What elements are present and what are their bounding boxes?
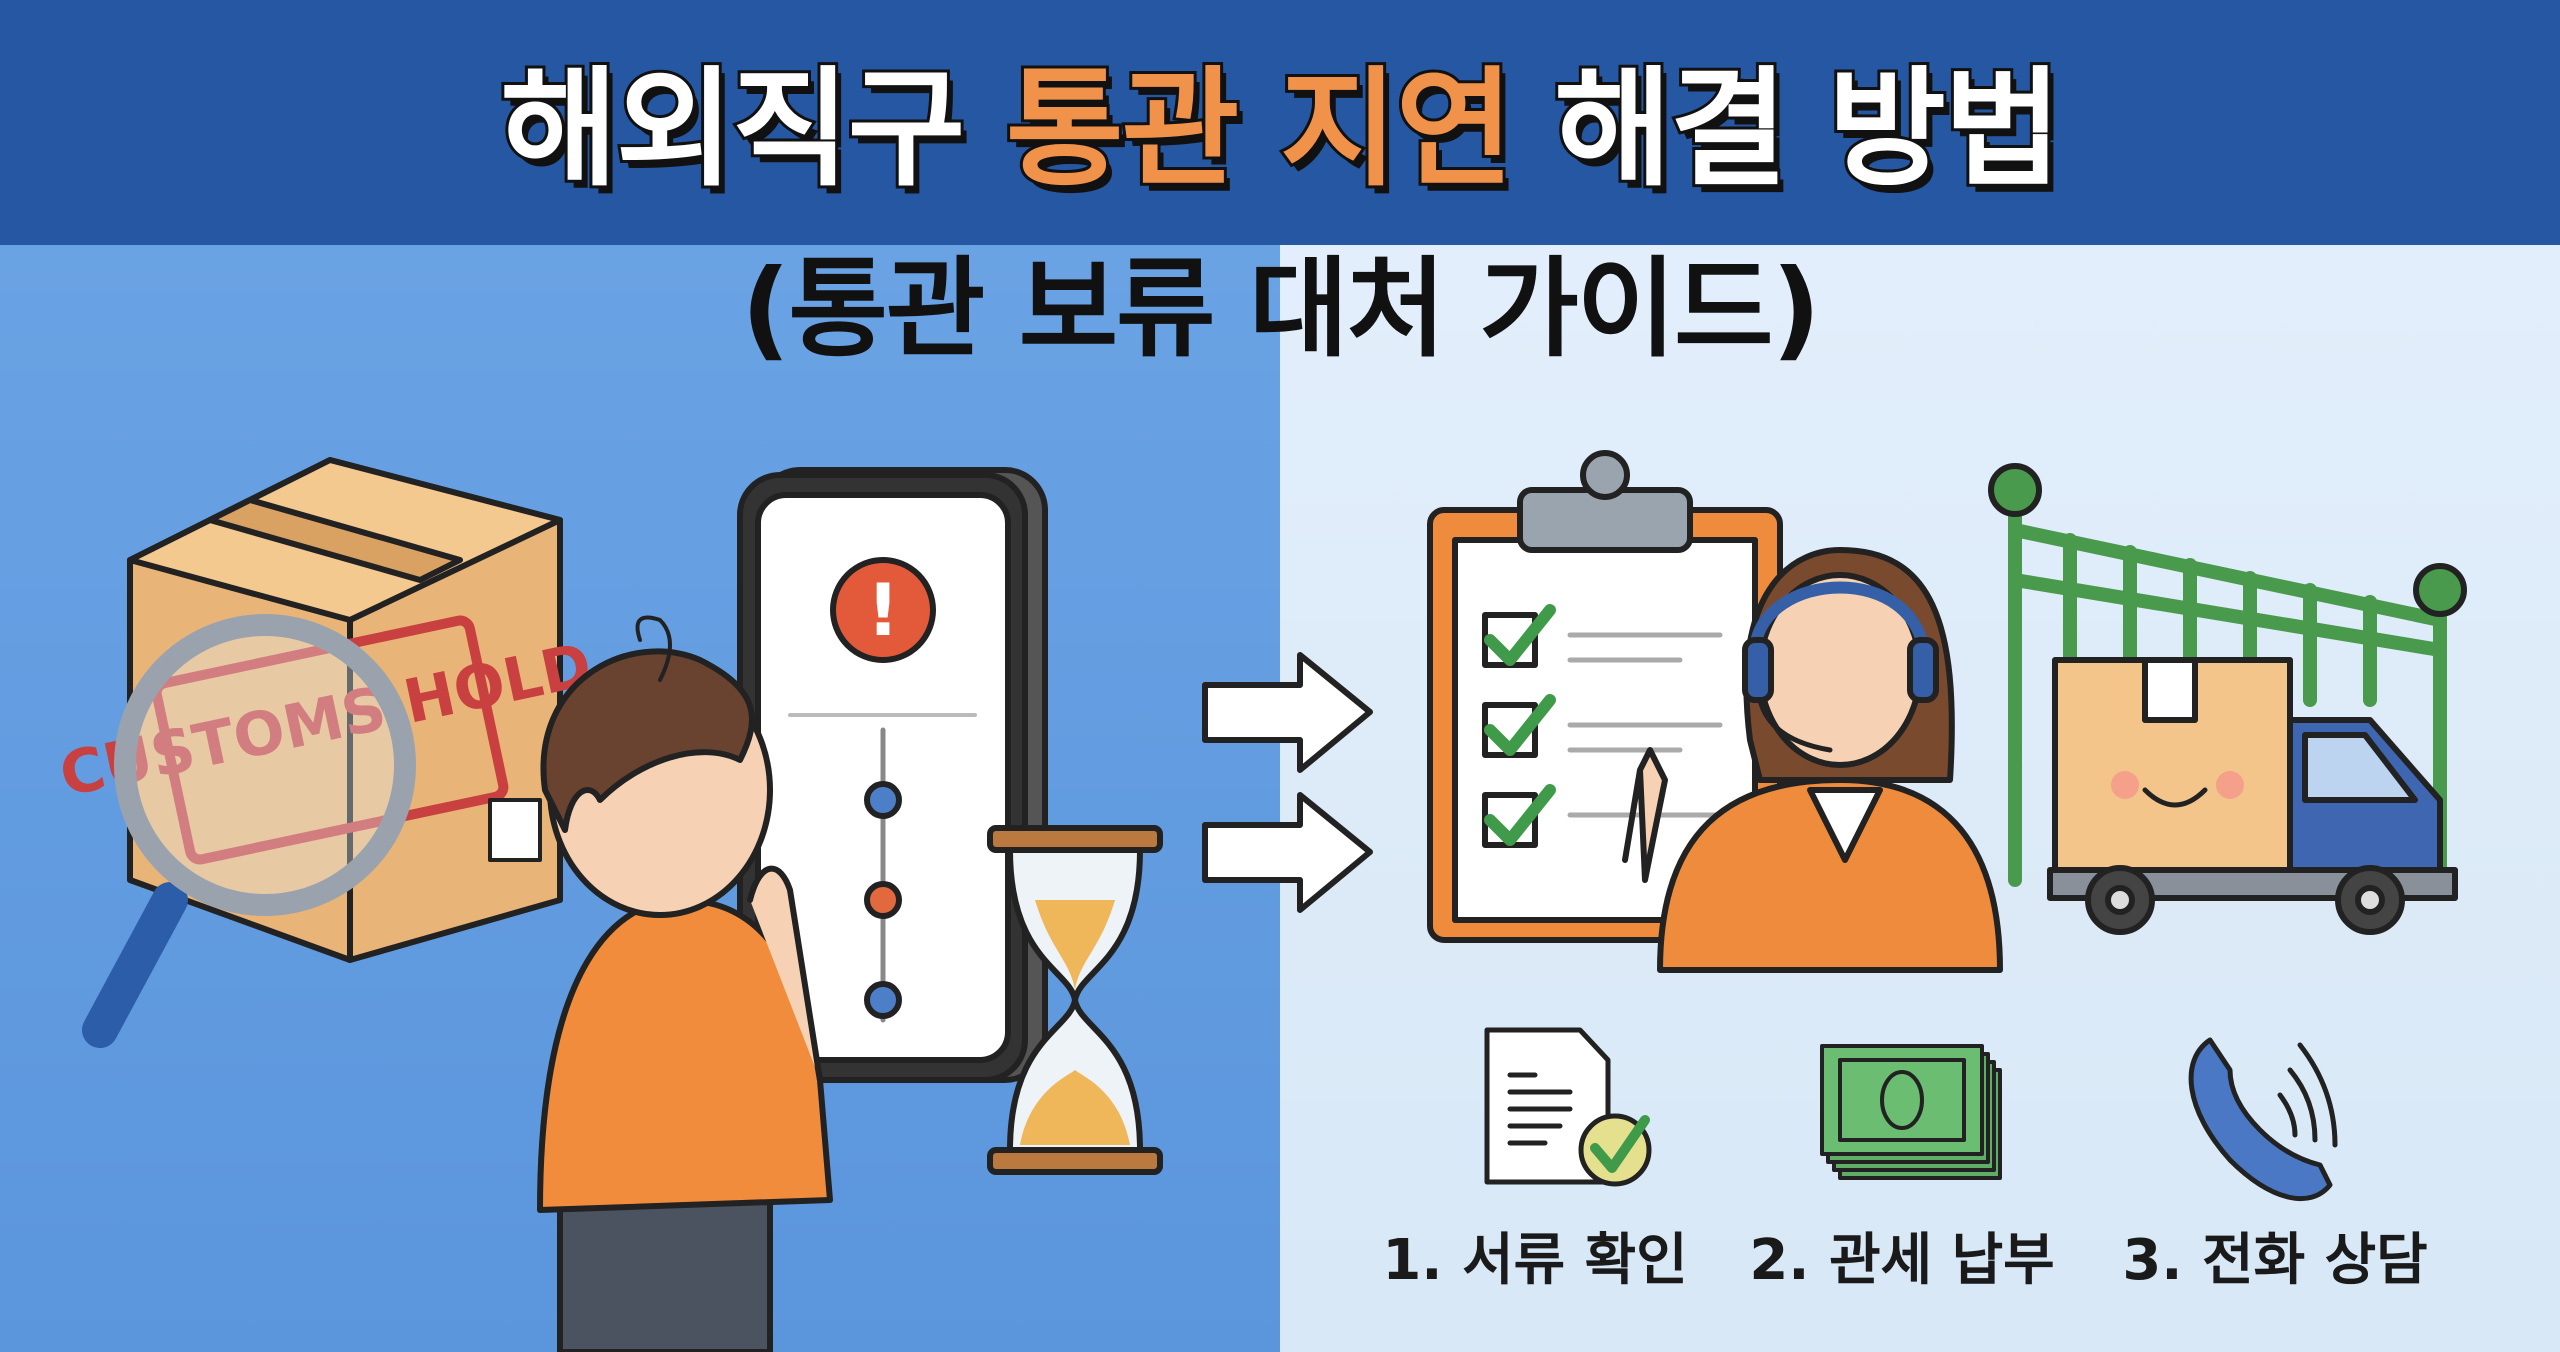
cash-stack-icon (1820, 1044, 2002, 1180)
smartphone-icon: ! (737, 467, 1048, 1083)
title-prefix: 해외직구 (497, 52, 968, 207)
worried-person-icon (537, 615, 833, 1352)
step-label-phone-consult: 3. 전화 상담 (2122, 1228, 2428, 1293)
delivery-truck-icon (2047, 657, 2458, 935)
support-agent-icon (1622, 547, 2003, 973)
phone-icon (2188, 1037, 2338, 1202)
title-banner (0, 0, 2560, 245)
package-box-icon: CUSTOMS HOLD (54, 457, 598, 963)
step-label-customs-duty: 2. 관세 납부 (1749, 1228, 2055, 1293)
magnifier-icon (82, 614, 416, 1048)
page-title: 해외직구 통관 지연 해결 방법 (0, 52, 2560, 207)
hourglass-icon (987, 825, 1163, 1175)
title-highlight: 통관 지연 (1003, 52, 1517, 207)
svg-text:!: ! (867, 568, 900, 652)
document-check-icon (1484, 1027, 1652, 1187)
step-label-documents: 1. 서류 확인 (1382, 1228, 1688, 1293)
arrow-right-icon (1202, 652, 1373, 913)
page-subtitle: (통관 보류 대처 가이드) (741, 247, 1821, 372)
title-suffix: 해결 방법 (1551, 52, 2065, 207)
